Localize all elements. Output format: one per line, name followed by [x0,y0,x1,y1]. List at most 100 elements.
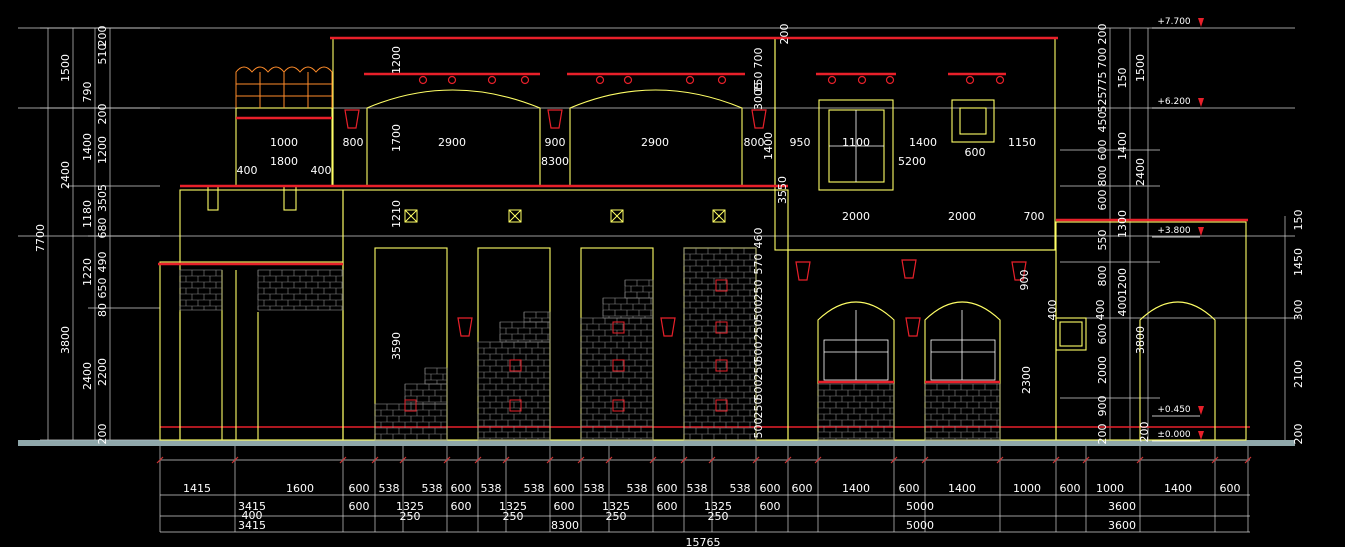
dim-right-col-b: 1300 [1116,210,1129,238]
label-vertical: 3800 [1134,326,1147,354]
dim-right-col-b: 1200 [1116,268,1129,296]
dim-right-col-a: 450 [1096,112,1109,133]
wall-opening-square [715,279,728,292]
masonry-panel [179,269,223,311]
dim-right-col-a: 700 [1096,48,1109,69]
corbel-bracket [344,109,360,129]
bottom-tick-mark [1211,456,1219,464]
dim-bottom-row2: 3600 [1108,500,1136,513]
bottom-tick-mark [371,456,379,464]
beam-bracket-circle [487,75,497,85]
dim-right-col-a: 200 [1096,424,1109,445]
dim-bottom-stack: 3415 [238,500,266,513]
brick-masonry [179,247,1001,441]
label-top-row: 1150 [1008,136,1036,149]
label-vertical: 500 [752,418,765,439]
dim-right-col-c: 2100 [1292,360,1305,388]
corbel-bracket [795,261,811,281]
bottom-tick-mark [443,456,451,464]
label-vertical: 200 [778,24,791,45]
masonry-panel [257,269,344,311]
dim-bottom-row1: 1000 [1096,482,1124,495]
label-top-row: 1100 [842,136,870,149]
vent-square [508,209,522,223]
right-dimension-chains [1060,28,1300,440]
bottom-tick-mark [680,456,688,464]
bottom-tick-mark [605,456,613,464]
beam-bracket-circle [885,75,895,85]
label-second-row: 5200 [898,155,926,168]
dim-left-col3: 1220 [81,258,94,286]
dim-left-col3: 1400 [81,133,94,161]
dimension-texts: 7700150024003800790140011801220240020051… [34,24,1305,547]
beam-bracket-circle [827,75,837,85]
dim-right-col-c: 300 [1292,300,1305,321]
wall-opening-square [612,321,625,334]
dim-left-col3: 790 [81,82,94,103]
dim-bottom-row2: 600 [657,500,678,513]
dim-right-col-b: 1400 [1116,132,1129,160]
dim-bottom-row1: 1600 [286,482,314,495]
bottom-tick-mark [577,456,585,464]
level-marker-triangle [1198,406,1204,415]
dim-bottom-row2: 5000 [906,500,934,513]
dim-right-col-a: 800 [1096,166,1109,187]
label-vertical: 150 [752,72,765,93]
dim-bottom-row2: 1325 [396,500,424,513]
dim-bottom-row2: 600 [554,500,575,513]
beam-bracket-circle [595,75,605,85]
dim-bottom-row1: 538 [627,482,648,495]
dim-right-col-b: 400 [1116,296,1129,317]
corbel-bracket [457,317,473,337]
dim-left-col4: 490 [96,252,109,273]
dim-bottom-row3: 5000 [906,519,934,532]
dim-left-col2: 2400 [59,161,72,189]
dim-bottom-row1: 600 [349,482,370,495]
wall-opening-square [404,399,417,412]
beam-bracket-circle [520,75,530,85]
level-marker-triangle [1198,431,1204,440]
dim-right-col-a: 2000 [1096,356,1109,384]
label-vertical: 3590 [390,332,403,360]
dim-bottom-row1: 538 [584,482,605,495]
bottom-tick-mark [649,456,657,464]
masonry-panel [624,279,654,299]
wall-opening-square [509,359,522,372]
label-mid-row: 2000 [842,210,870,223]
label-mid-row: 2000 [948,210,976,223]
label-eave: 400 [237,164,258,177]
dim-right-col-b: 1500 [1134,54,1147,82]
dim-bottom-row1: 1415 [183,482,211,495]
label-vertical: 400 [1046,300,1059,321]
beam-bracket-circle [623,75,633,85]
dim-left-col4: 80 [96,303,109,317]
bottom-tick-mark [752,456,760,464]
dim-bottom-row2-sub: 250 [606,510,627,523]
label-top-row: 2900 [438,136,466,149]
dim-left-col2: 3800 [59,326,72,354]
level-marker-triangle [1198,98,1204,107]
bottom-tick-mark [921,456,929,464]
dim-bottom-row1: 1400 [1164,482,1192,495]
label-eave: 400 [311,164,332,177]
wall-opening-square [715,321,728,334]
label-top-row: 800 [343,136,364,149]
label-second-row: 8300 [541,155,569,168]
dim-bottom-row2-sub: 250 [708,510,729,523]
left-dimension-chains [40,27,160,441]
bottom-tick-mark [1052,456,1060,464]
window-mullions [823,110,996,381]
label-vertical: 570 [752,254,765,275]
label-top-row: 1000 [270,136,298,149]
label-top-row: 2900 [641,136,669,149]
dim-right-col-a: 800 [1096,266,1109,287]
bottom-tick-mark [1136,456,1144,464]
dim-left-col4: 650 [96,278,109,299]
level-marker-label: +0.450 [1157,405,1191,415]
roof-tiles [235,66,333,108]
dim-left-col2: 1500 [59,54,72,82]
corbel-bracket [905,317,921,337]
dim-bottom-row2: 1325 [704,500,732,513]
dim-bottom-row1: 600 [554,482,575,495]
label-second-row: 600 [965,146,986,159]
